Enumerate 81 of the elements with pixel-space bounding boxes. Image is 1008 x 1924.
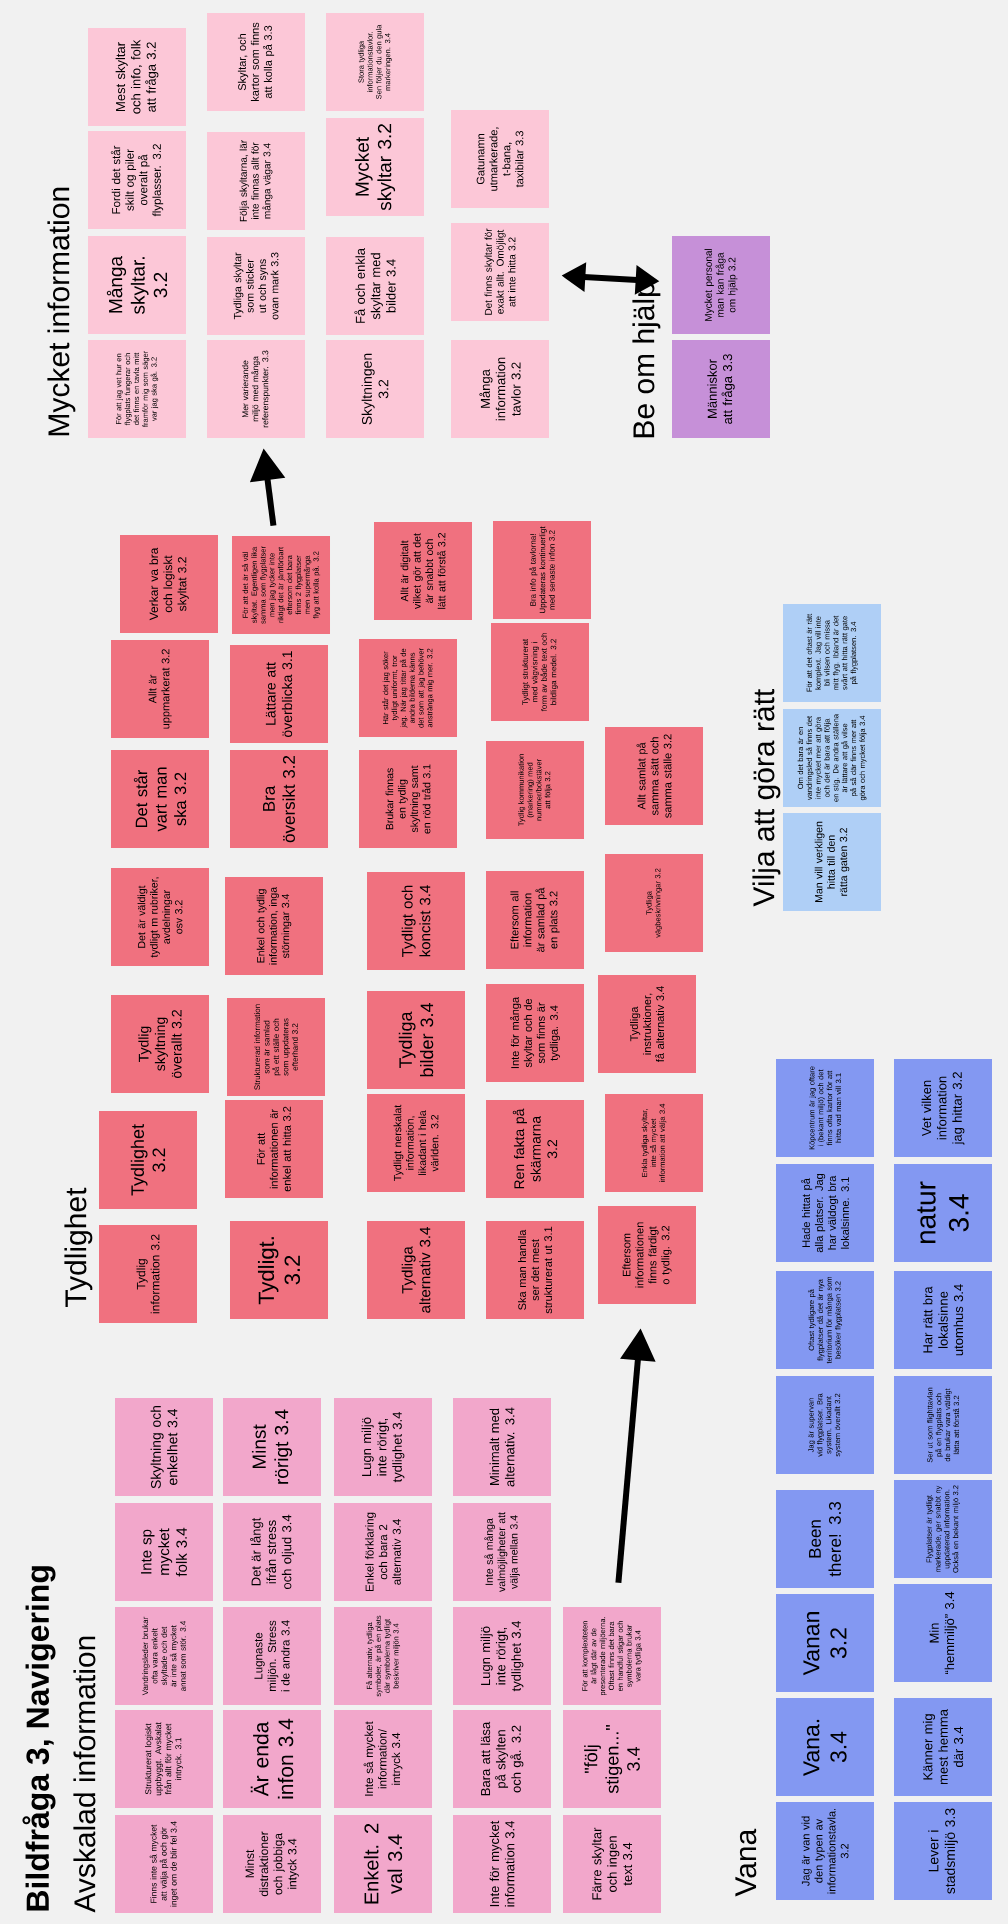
sticky-note: Allt är uppmarkerat 3.2 bbox=[111, 640, 209, 738]
sticky-note: Mest skyltar och info, folk att fråga 3.2 bbox=[88, 28, 186, 126]
sticky-note: Gatunamn utmarkerade, t-bana, taxibilar 3.3 bbox=[451, 110, 549, 208]
sticky-note: Vandringsleder brukar ofta vara enkelt skyltade och det är inte så mycket annat som stör. 3.4 bbox=[115, 1607, 213, 1705]
sticky-note: Been there! 3.3 bbox=[776, 1490, 874, 1588]
sticky-note: Det är väldigt tydligt m rubriker, avdelningar osv 3.2 bbox=[111, 868, 209, 966]
sticky-note: Minst rörigt 3.4 bbox=[223, 1398, 321, 1496]
sticky-note: Många information tavlor 3.2 bbox=[451, 340, 549, 438]
sticky-note: natur 3.4 bbox=[894, 1164, 992, 1262]
group-heading: Avskalad information bbox=[73, 1636, 96, 1913]
sticky-note: Strukturerad information som är samlad på ett ställe och som uppdateras efterhand 3.2 bbox=[227, 998, 325, 1096]
group-heading: Tydlighet bbox=[64, 1187, 93, 1307]
sticky-note: Bra översikt 3.2 bbox=[230, 750, 328, 848]
sticky-note: Det är långt ifrån stress och oljud 3.4 bbox=[223, 1503, 321, 1601]
sticky-note: Tydlig information 3.2 bbox=[99, 1225, 197, 1323]
sticky-note: Eftersom all information är samlad på en plats 3.2 bbox=[486, 871, 584, 969]
sticky-note: Lugn miljö inte rörigt, tydlighet 3.4 bbox=[453, 1607, 551, 1705]
sticky-note: Strukturerat logiskt uppbyggt. Avskalat från allt för mycket intryck. 3.1 bbox=[115, 1710, 213, 1808]
sticky-note: Lever i stadsmiljö 3.3 bbox=[894, 1802, 992, 1900]
sticky-note: Det finns skyltar för exakt allt. Omöjligt att inte hitta 3.2 bbox=[451, 223, 549, 321]
sticky-note: Vana. 3.4 bbox=[776, 1698, 874, 1796]
sticky-note: Bra info på tavlorna! Uppdateras kontinuerligt med senaste infon 3.2 bbox=[493, 521, 591, 619]
sticky-note: Tydliga instruktioner, få alternativ 3.4 bbox=[598, 975, 696, 1073]
sticky-note: Lättare att överblicka 3.1 bbox=[230, 645, 328, 743]
sticky-note: Ska man handla ser det mest strukturerat ut 3.1 bbox=[486, 1221, 584, 1319]
sticky-note: Lugn miljö inte rörigt, tydlighet 3.4 bbox=[334, 1398, 432, 1496]
sticky-note: Mer varierande miljö med många referenspunkter. 3.3 bbox=[207, 340, 305, 438]
sticky-note: "följ stigen..." 3.4 bbox=[563, 1710, 661, 1808]
sticky-note: Tydligt strukturerat med vägvisning i form av både text och bildliga medel. 3.2 bbox=[491, 623, 589, 721]
sticky-note: Brukar finnas en tydlig skyltning samt en röd tråd 3.1 bbox=[359, 750, 457, 848]
sticky-note: Minimalt med alternativ. 3.4 bbox=[453, 1398, 551, 1496]
sticky-note: Skyltningen 3.2 bbox=[326, 340, 424, 438]
sticky-note: Tydlighet 3.2 bbox=[99, 1111, 197, 1209]
sticky-note: Känner mig mest hemma där 3.4 bbox=[894, 1698, 992, 1796]
sticky-note: Allt är digitalt vilket gör att det är snabbt och lätt att förstå 3.2 bbox=[374, 522, 472, 620]
sticky-note: Skyltning och enkelhet 3.4 bbox=[115, 1398, 213, 1496]
sticky-note: Allt samlat på samma sätt och samma ställe 3.2 bbox=[605, 727, 703, 825]
title: Bildfråga 3, Navigering bbox=[22, 1566, 56, 1911]
sticky-note: Det står vart man ska 3.2 bbox=[111, 750, 209, 848]
sticky-note: För att informationen är enkel att hitta 3.2 bbox=[225, 1100, 323, 1198]
sticky-note: Få och enkla skyltar med bilder 3.4 bbox=[326, 237, 424, 335]
sticky-note: Mycket personal man kan fråga om hjälp 3.2 bbox=[672, 236, 770, 334]
sticky-note: Människor att fråga 3.3 bbox=[672, 340, 770, 438]
sticky-note: Finns inte så mycket att välja på och gör inget om de blir fel 3.4 bbox=[115, 1815, 213, 1913]
sticky-note: Inte för mycket information 3.4 bbox=[453, 1815, 551, 1913]
sticky-note: Lugnaste miljön. Stress i de andra 3.4 bbox=[223, 1607, 321, 1705]
sticky-note: Vet vilken information jag hittar 3.2 bbox=[894, 1059, 992, 1157]
sticky-note: Man vill verkligen hitta till den rätta gaten 3.2 bbox=[783, 813, 881, 911]
sticky-note: Inte för många skyltar och de som finns är tydliga. 3.4 bbox=[486, 984, 584, 1082]
group-heading: Mycket information bbox=[47, 187, 76, 436]
group-heading: Vilja att göra rätt bbox=[752, 688, 781, 907]
sticky-note: Eftersom informationen finns färdigt o tydlig. 3.2 bbox=[598, 1206, 696, 1304]
sticky-note: Inte så mycket information/ intryck 3.4 bbox=[334, 1710, 432, 1808]
sticky-note: Fordi det står skilt og piler overalt på flyplasser. 3.2 bbox=[88, 131, 186, 229]
sticky-note: Mycket skyltar 3.2 bbox=[326, 118, 424, 216]
sticky-note: Har rätt bra lokalsinne utomhus 3.4 bbox=[894, 1271, 992, 1369]
sticky-note: Skyltar, och kartor som finns att kolla på 3.3 bbox=[207, 13, 305, 111]
sticky-note: Enkelt. 2 val 3.4 bbox=[334, 1815, 432, 1913]
sticky-note: Tydligt. 3.2 bbox=[230, 1221, 328, 1319]
sticky-note: Enkel förklaring och bara 2 alternativ 3.4 bbox=[334, 1503, 432, 1601]
sticky-note: Tydligt nerskalat information, likadant i hela världen. 3.2 bbox=[367, 1094, 465, 1192]
sticky-note: Många skyltar. 3.2 bbox=[88, 236, 186, 334]
sticky-note: Vanan 3.2 bbox=[776, 1594, 874, 1692]
sticky-note: Verkar va bra och logiskt skyltat 3.2 bbox=[120, 535, 218, 633]
sticky-note: Ren fakta på skärmarna 3.2 bbox=[486, 1100, 584, 1198]
group-heading: Vana bbox=[735, 1828, 757, 1897]
sticky-note: Färre skyltar och ingen text 3.4 bbox=[563, 1815, 661, 1913]
sticky-note: Bara att läsa på skylten och gå. 3.2 bbox=[453, 1710, 551, 1808]
sticky-note: Min “hemmiljö” 3.4 bbox=[894, 1584, 992, 1682]
sticky-note: Inte sp mycket folk 3.4 bbox=[115, 1503, 213, 1601]
sticky-note: Tydlig skyltning överallt 3.2 bbox=[111, 995, 209, 1093]
sticky-note: Tydliga bilder 3.4 bbox=[367, 991, 465, 1089]
sticky-note: Tydliga alternativ 3.4 bbox=[367, 1221, 465, 1319]
sticky-note: Är enda infon 3.4 bbox=[223, 1710, 321, 1808]
sticky-note: Tydligt och koncist 3.4 bbox=[367, 872, 465, 970]
sticky-note: Minst distraktioner och jobbiga intyck 3.4 bbox=[223, 1815, 321, 1913]
sticky-note: Tydliga skyltar som sticker ut och syns ovan mark 3.3 bbox=[207, 237, 305, 335]
sticky-note: Följa skyltarna, lär inte finnas allt för många vägar 3.4 bbox=[207, 132, 305, 230]
sticky-note: Inte så många valmöjligheter att välja mellan 3.4 bbox=[453, 1503, 551, 1601]
sticky-note: Hade hittat på alla platser. Jag har väldogt bra lokalsinne. 3.1 bbox=[776, 1164, 874, 1262]
sticky-note: Jag är van vid den typen av informationstavla. 3.2 bbox=[776, 1802, 874, 1900]
